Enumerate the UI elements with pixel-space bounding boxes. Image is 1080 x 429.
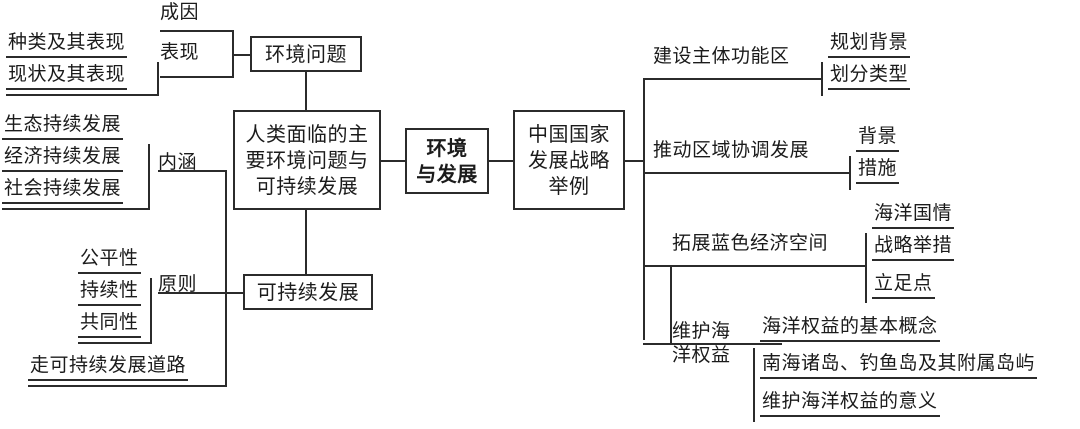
connector-main-to-sustain	[305, 210, 307, 274]
connector-sustain-box-left	[225, 292, 245, 294]
spine-right-topics	[643, 78, 645, 340]
node-chengyin: 成因	[160, 1, 200, 23]
leaf-guihuabeijing: 规划背景	[828, 31, 911, 58]
node-weihu: 维护海 洋权益	[672, 320, 731, 368]
box-main-right[interactable]: 中国国家 发展战略 举例	[513, 110, 625, 210]
leaf-shengtai: 生态持续发展	[2, 113, 124, 140]
leaf-yiyi: 维护海洋权益的意义	[760, 390, 940, 417]
box-main-left[interactable]: 人类面临的主 要环境问题与 可持续发展	[233, 110, 381, 210]
bracket-biaoxian-items	[157, 62, 159, 96]
leaf-beijing: 背景	[856, 125, 900, 152]
node-biaoxian: 表现	[160, 41, 200, 63]
connector-topic1	[643, 78, 823, 80]
leaf-shehui: 社会持续发展	[2, 177, 124, 204]
connector-chengyin	[160, 30, 234, 32]
underline-shehui-ext	[2, 208, 150, 210]
leaf-nanhaizhudao: 南海诸岛、钓鱼岛及其附属岛屿	[760, 352, 1038, 379]
box-huanjingwenti[interactable]: 环境问题	[250, 36, 362, 72]
node-weihu-line1: 维护海	[672, 320, 731, 342]
connector-topic4-down	[643, 343, 672, 345]
leaf-gongpingxing: 公平性	[78, 247, 141, 274]
leaf-lizudian: 立足点	[872, 272, 935, 299]
box-root-line2: 与发展	[416, 162, 478, 186]
connector-env-to-main	[305, 72, 307, 110]
node-tuozhan: 拓展蓝色经济空间	[672, 232, 829, 254]
box-main-right-line3: 举例	[548, 174, 590, 198]
connector-biaoxian	[160, 76, 234, 78]
box-root[interactable]: 环境 与发展	[405, 128, 489, 194]
leaf-haiyangguoqing: 海洋国情	[872, 202, 955, 229]
bracket-topic4-items	[753, 348, 755, 422]
leaf-zhanlve: 战略举措	[872, 234, 955, 261]
box-main-left-line2: 要环境问题与	[245, 148, 369, 172]
connector-yuanze	[158, 292, 227, 294]
spine-sustain-groups	[225, 170, 227, 386]
connector-topic4-items	[670, 343, 782, 345]
box-main-left-line1: 人类面临的主	[245, 122, 369, 146]
underline-xianzhuang-ext	[6, 94, 159, 96]
leaf-jibengainian: 海洋权益的基本概念	[760, 315, 940, 342]
leaf-jingji: 经济持续发展	[2, 145, 124, 172]
leaf-chixuxing: 持续性	[78, 279, 141, 306]
box-root-line1: 环境	[426, 136, 468, 160]
bracket-neihan-items	[148, 144, 150, 210]
connector-mainright-spine	[625, 160, 645, 162]
node-tuidong: 推动区域协调发展	[653, 139, 810, 161]
leaf-cuoshi: 措施	[856, 157, 900, 184]
underline-gongtongxing-ext	[78, 342, 152, 344]
connector-root-mainright	[489, 160, 513, 162]
node-jianshe: 建设主体功能区	[653, 45, 790, 67]
bracket-topic3-items	[865, 233, 867, 303]
connector-topic2	[643, 172, 849, 174]
connector-mainleft-root	[381, 160, 407, 162]
underline-zouke-ext	[28, 385, 227, 387]
box-main-right-line1: 中国国家	[528, 122, 610, 146]
leaf-gongtongxing: 共同性	[78, 311, 141, 338]
bracket-topic1-items	[821, 62, 823, 96]
box-kechixufazhan[interactable]: 可持续发展	[243, 274, 373, 310]
leaf-zhonglei: 种类及其表现	[6, 31, 128, 58]
box-main-right-line2: 发展战略	[528, 148, 610, 172]
node-weihu-line2: 洋权益	[672, 343, 731, 366]
connector-env-box	[232, 54, 250, 56]
box-main-left-line3: 可持续发展	[255, 174, 359, 198]
bracket-yuanze-items	[150, 278, 152, 344]
subspine-topic34	[670, 265, 672, 345]
connector-neihan	[158, 170, 227, 172]
leaf-zouke: 走可持续发展道路	[28, 354, 189, 381]
bracket-topic2-items	[849, 156, 851, 190]
leaf-xianzhuang: 现状及其表现	[6, 63, 128, 90]
connector-topic3	[643, 265, 865, 267]
node-neihan: 内涵	[158, 151, 198, 173]
node-yuanze: 原则	[158, 273, 198, 295]
leaf-huafenleixing: 划分类型	[828, 63, 911, 90]
